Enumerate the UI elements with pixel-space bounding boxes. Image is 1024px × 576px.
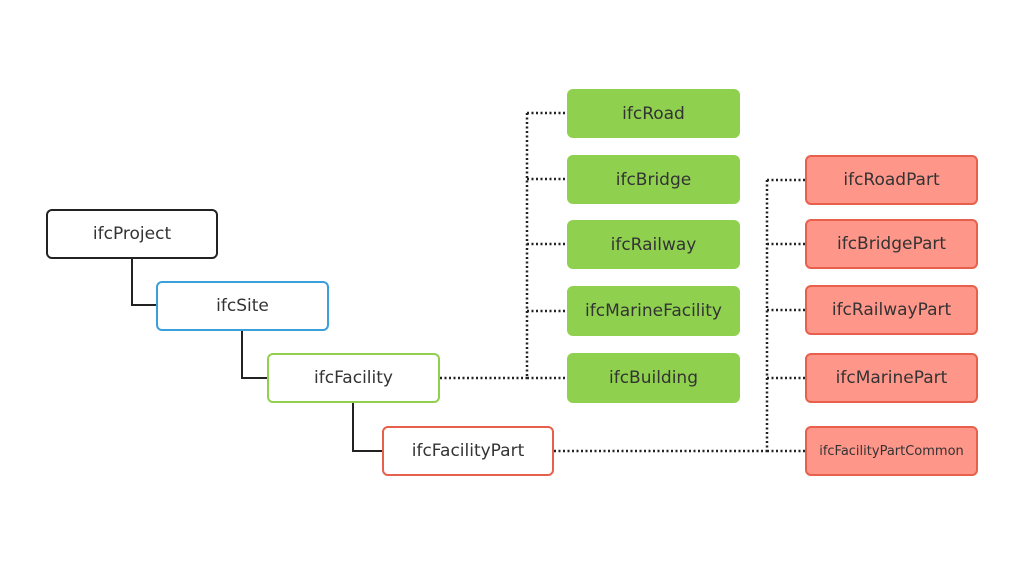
node-label: ifcFacilityPart (411, 441, 525, 461)
node-label: ifcBridgePart (836, 234, 947, 254)
connector-part-types-trunk (554, 180, 769, 453)
node-label: ifcMarinePart (835, 368, 948, 388)
node-ifc-site: ifcSite (156, 281, 329, 331)
node-ifc-facility-part: ifcFacilityPart (382, 426, 554, 476)
node-part-type: ifcRailwayPart (805, 285, 978, 335)
connector-part-types-branches (767, 178, 805, 453)
node-label: ifcSite (216, 296, 269, 316)
node-part-type: ifcBridgePart (805, 219, 978, 269)
node-facility-type: ifcBuilding (567, 353, 740, 403)
connector-facility-facilitypart (352, 403, 382, 452)
node-label: ifcMarineFacility (585, 301, 722, 321)
node-label: ifcBridge (615, 169, 692, 190)
node-label: ifcProject (92, 224, 172, 244)
connector-facility-types-branches (527, 111, 567, 380)
connector-facility-types-trunk (440, 113, 529, 380)
node-part-type: ifcFacilityPartCommon (805, 426, 978, 476)
node-label: ifcBuilding (608, 368, 699, 388)
node-facility-type: ifcRoad (567, 89, 740, 138)
node-label: ifcRoad (622, 103, 685, 124)
node-label: ifcFacility (314, 368, 393, 388)
node-facility-type: ifcRailway (567, 220, 740, 269)
node-ifc-facility: ifcFacility (267, 353, 440, 403)
node-part-type: ifcRoadPart (805, 155, 978, 205)
node-label: ifcFacilityPartCommon (819, 443, 964, 459)
node-facility-type: ifcMarineFacility (567, 286, 740, 336)
connector-project-site (131, 259, 156, 306)
node-label: ifcRailway (610, 234, 697, 255)
node-label: ifcRailwayPart (831, 300, 952, 320)
node-ifc-project: ifcProject (46, 209, 218, 259)
node-label: ifcRoadPart (843, 170, 940, 190)
node-facility-type: ifcBridge (567, 155, 740, 204)
connector-site-facility (241, 330, 267, 379)
node-part-type: ifcMarinePart (805, 353, 978, 403)
